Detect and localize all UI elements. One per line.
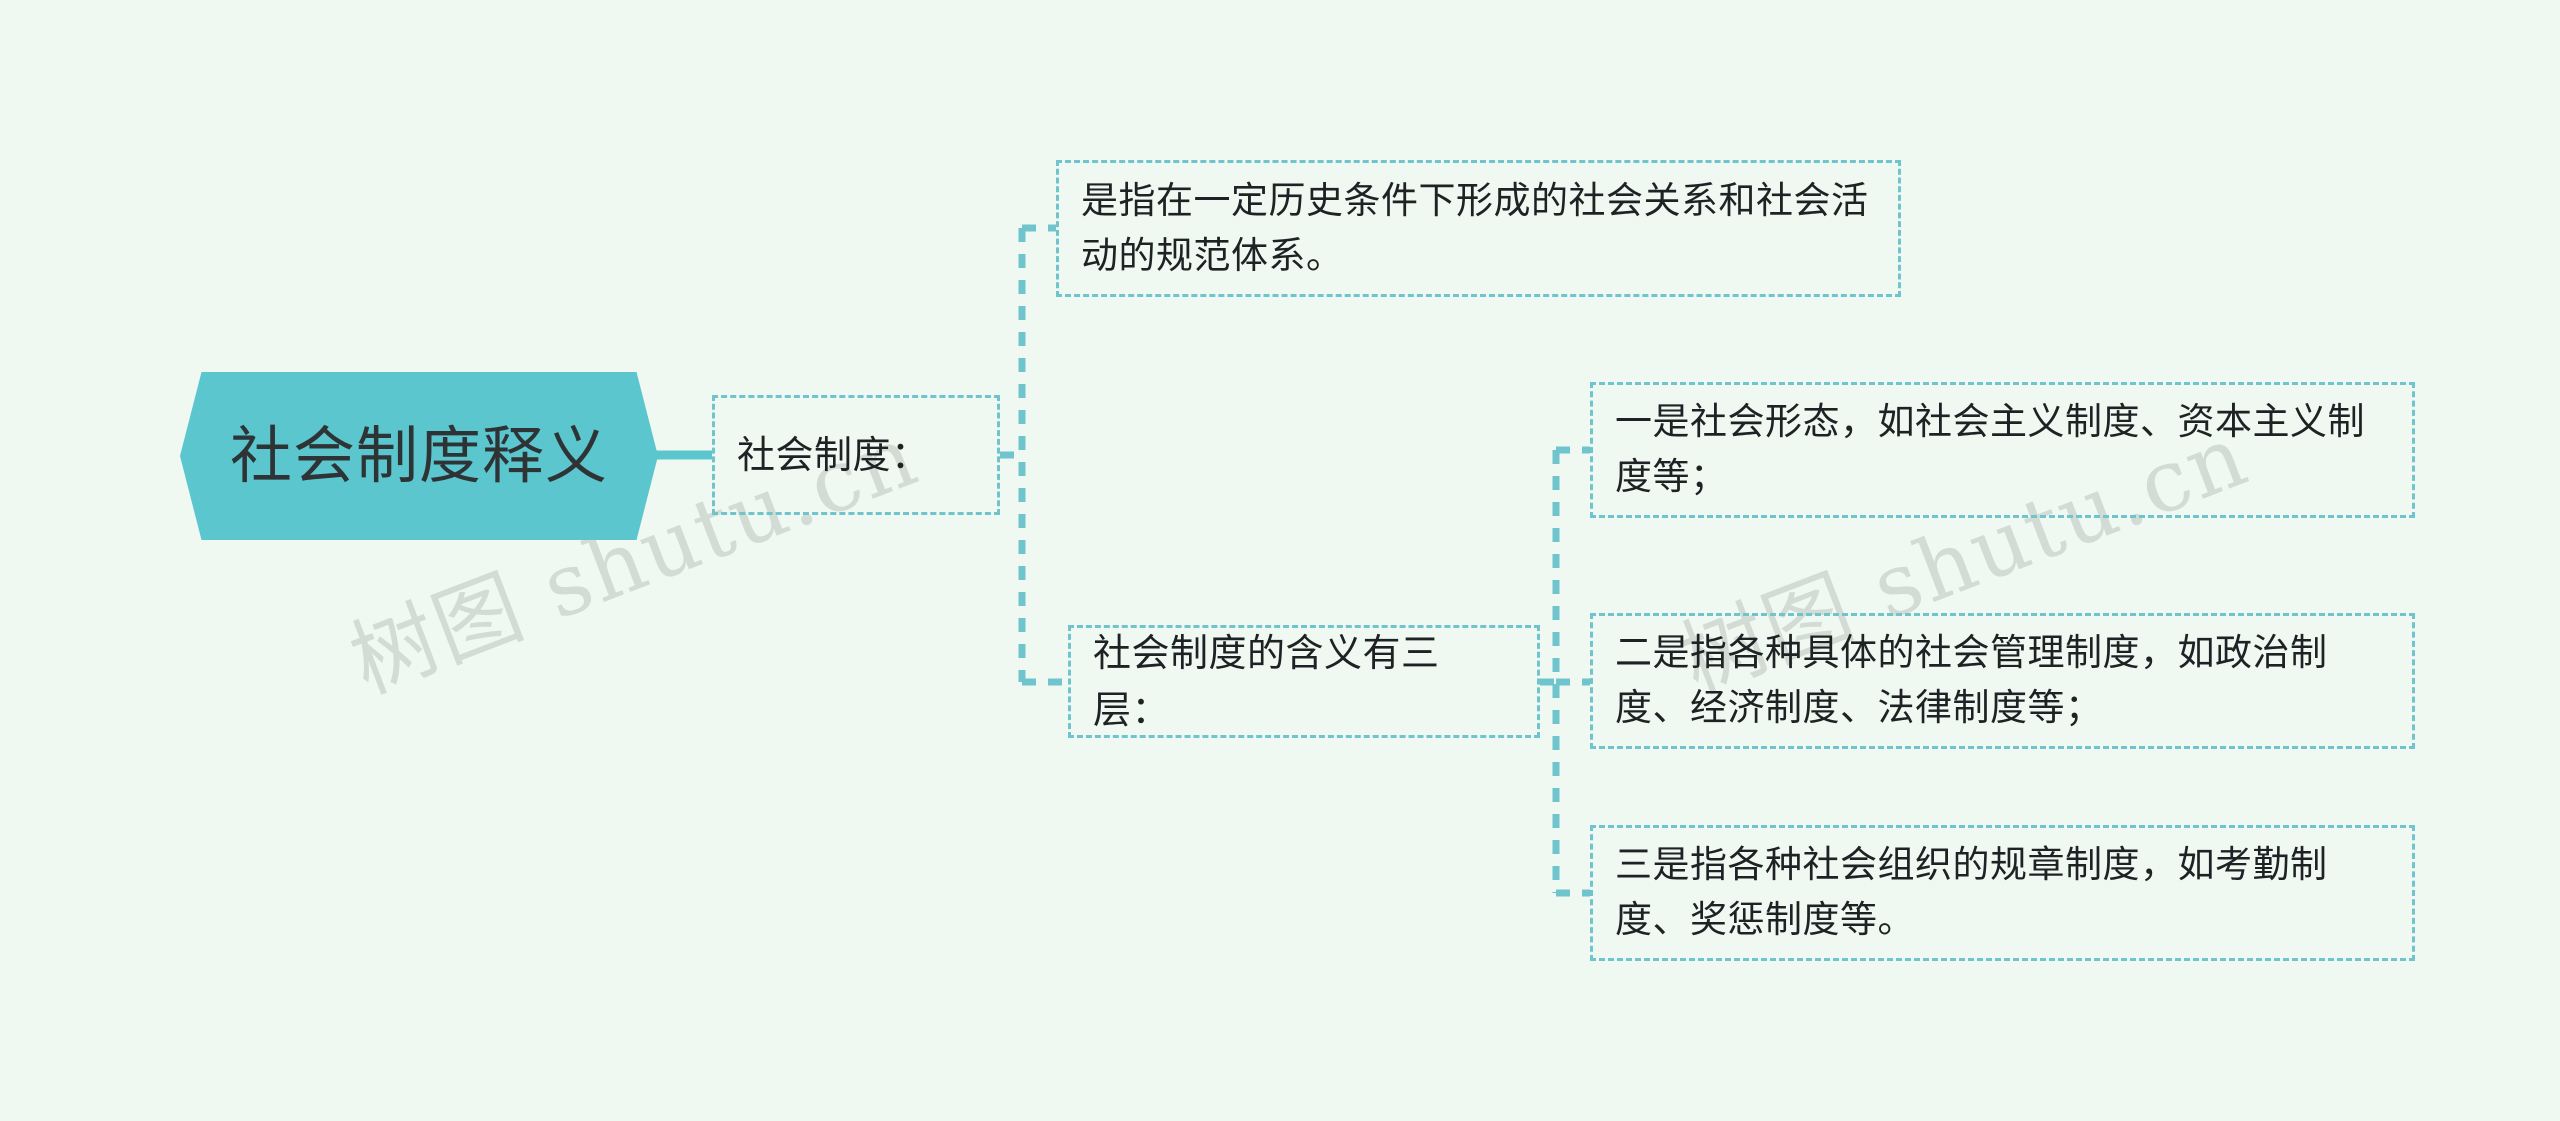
leaf-node-layer-three[interactable]: 三是指各种社会组织的规章制度，如考勤制度、奖惩制度等。 xyxy=(1590,825,2415,961)
leaf-node-layer-one-label: 一是社会形态，如社会主义制度、资本主义制度等； xyxy=(1615,400,2365,498)
leaf-node-layer-one[interactable]: 一是社会形态，如社会主义制度、资本主义制度等； xyxy=(1590,382,2415,518)
child-node-definition-label: 是指在一定历史条件下形成的社会关系和社会活动的规范体系。 xyxy=(1081,178,1869,277)
child-node-definition[interactable]: 是指在一定历史条件下形成的社会关系和社会活动的规范体系。 xyxy=(1056,160,1901,297)
child-node-three-layers-label: 社会制度的含义有三层： xyxy=(1093,631,1440,732)
branch-node-label: 社会制度： xyxy=(737,432,930,477)
leaf-node-layer-two[interactable]: 二是指各种具体的社会管理制度，如政治制度、经济制度、法律制度等； xyxy=(1590,613,2415,749)
leaf-node-layer-two-label: 二是指各种具体的社会管理制度，如政治制度、经济制度、法律制度等； xyxy=(1615,631,2328,729)
child-node-three-layers[interactable]: 社会制度的含义有三层： xyxy=(1068,625,1540,738)
root-node[interactable]: 社会制度释义 xyxy=(180,372,658,540)
leaf-node-layer-three-label: 三是指各种社会组织的规章制度，如考勤制度、奖惩制度等。 xyxy=(1615,843,2328,941)
root-node-label: 社会制度释义 xyxy=(229,418,608,492)
branch-node-social-system[interactable]: 社会制度： xyxy=(712,395,1000,515)
